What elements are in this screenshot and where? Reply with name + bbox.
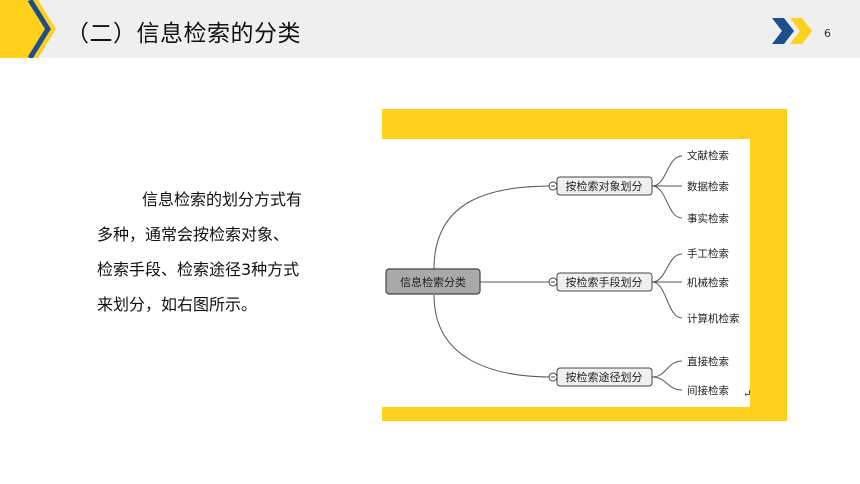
leaf-b1-3: 事实检索 (687, 212, 729, 225)
header-accent-shape (0, 0, 56, 58)
edge-b3-leaf-2 (651, 376, 683, 391)
branch-node-2-label: 按检索手段划分 (566, 275, 643, 289)
leaf-b3-2: 间接检索 (687, 384, 729, 397)
mindmap-figure: 信息检索分类 按检索对象划分 按检索手段划分 按检索途径划分 文献检索 数据检索… (382, 109, 787, 421)
body-line-4: 来划分，如右图所示。 (97, 295, 258, 314)
leaf-b1-1: 文献检索 (687, 149, 729, 162)
mindmap-diagram: 信息检索分类 按检索对象划分 按检索手段划分 按检索途径划分 文献检索 数据检索… (385, 149, 750, 400)
edge-b2-leaf-3 (651, 281, 683, 319)
leaf-b2-1: 手工检索 (687, 247, 729, 260)
edge-root-branch-3 (433, 294, 553, 378)
header-blue-stripe (27, 0, 51, 58)
edge-b3-leaf-1 (651, 360, 683, 378)
body-paragraph: 信息检索的划分方式有 多种，通常会按检索对象、 检索手段、检索途径3种方式 来划… (97, 182, 337, 322)
root-node (385, 268, 481, 295)
edge-root-branch-1 (433, 185, 553, 270)
header-yellow-block (0, 0, 56, 58)
leaf-b1-2: 数据检索 (687, 180, 729, 193)
edge-b2-leaf-1 (651, 253, 683, 283)
body-line-1: 信息检索的划分方式有 (142, 190, 303, 209)
leaf-b2-2: 机械检索 (687, 276, 729, 289)
page-title: （二）信息检索的分类 (66, 21, 301, 47)
edge-b1-leaf-3 (651, 185, 683, 219)
page-number: 6 (824, 27, 831, 40)
paragraph-mark-icon: ↵ (743, 388, 750, 400)
branch-node-3-label: 按检索途径划分 (566, 370, 643, 384)
leaf-b2-3: 计算机检索 (687, 312, 740, 325)
edge-b1-leaf-1 (651, 155, 683, 187)
body-line-3: 检索手段、检索途径3种方式 (97, 260, 300, 279)
root-node-label: 信息检索分类 (400, 275, 466, 289)
branch-node-1-label: 按检索对象划分 (566, 179, 643, 193)
header-bar: （二）信息检索的分类 6 (0, 0, 860, 58)
chevron-right-icon (772, 18, 812, 44)
leaf-b3-1: 直接检索 (687, 355, 729, 368)
body-line-2: 多种，通常会按检索对象、 (97, 225, 290, 244)
